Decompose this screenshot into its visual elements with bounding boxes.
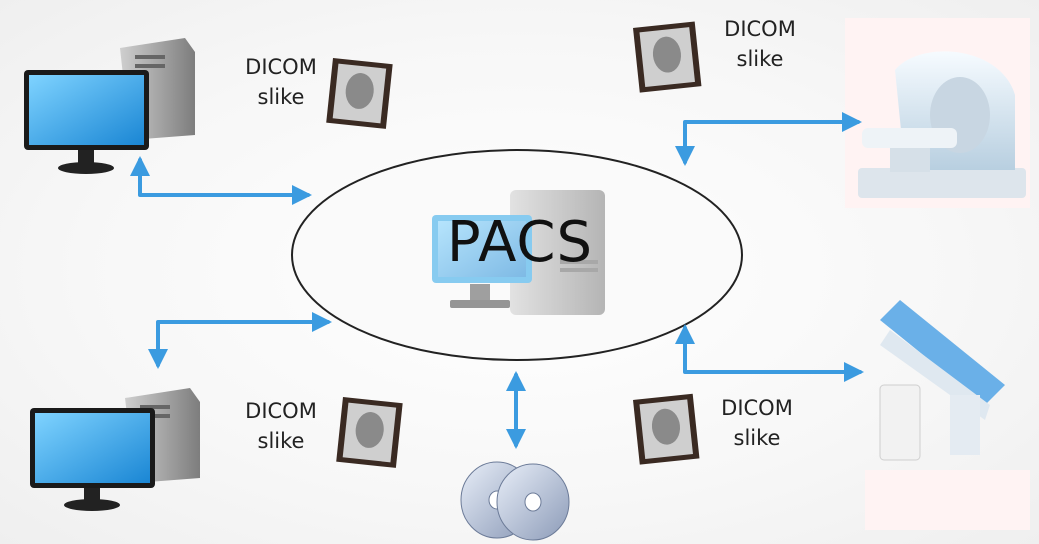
workstation-icon	[30, 388, 200, 511]
arrow-top-left	[130, 156, 312, 205]
arrow-top-right	[675, 112, 862, 166]
label-line: DICOM	[245, 55, 317, 79]
arrow-bottom-right	[675, 324, 864, 382]
pacs-title: PACS	[446, 210, 594, 275]
server-icon	[432, 190, 605, 315]
arrow-bottom-left	[148, 312, 332, 369]
dicom-label-bottom-right: DICOM slike	[702, 393, 812, 454]
label-line: DICOM	[721, 396, 793, 420]
dicom-label-bottom-left: DICOM slike	[226, 396, 336, 457]
dicom-label-top-left: DICOM slike	[226, 52, 336, 113]
label-line: slike	[257, 85, 305, 110]
label-line: DICOM	[245, 399, 317, 423]
xray-film-icon	[633, 21, 702, 93]
xray-film-icon	[326, 58, 393, 129]
mri-scanner-icon	[845, 18, 1030, 208]
label-line: slike	[736, 47, 784, 72]
xray-film-icon	[633, 393, 700, 465]
x-ray-table-icon	[865, 300, 1030, 530]
disc-stack-icon	[460, 461, 570, 541]
label-line: slike	[257, 429, 305, 454]
workstation-icon	[24, 38, 195, 174]
dicom-label-top-right: DICOM slike	[705, 14, 815, 75]
label-line: DICOM	[724, 17, 796, 41]
label-line: slike	[733, 426, 781, 451]
xray-film-icon	[336, 397, 403, 468]
